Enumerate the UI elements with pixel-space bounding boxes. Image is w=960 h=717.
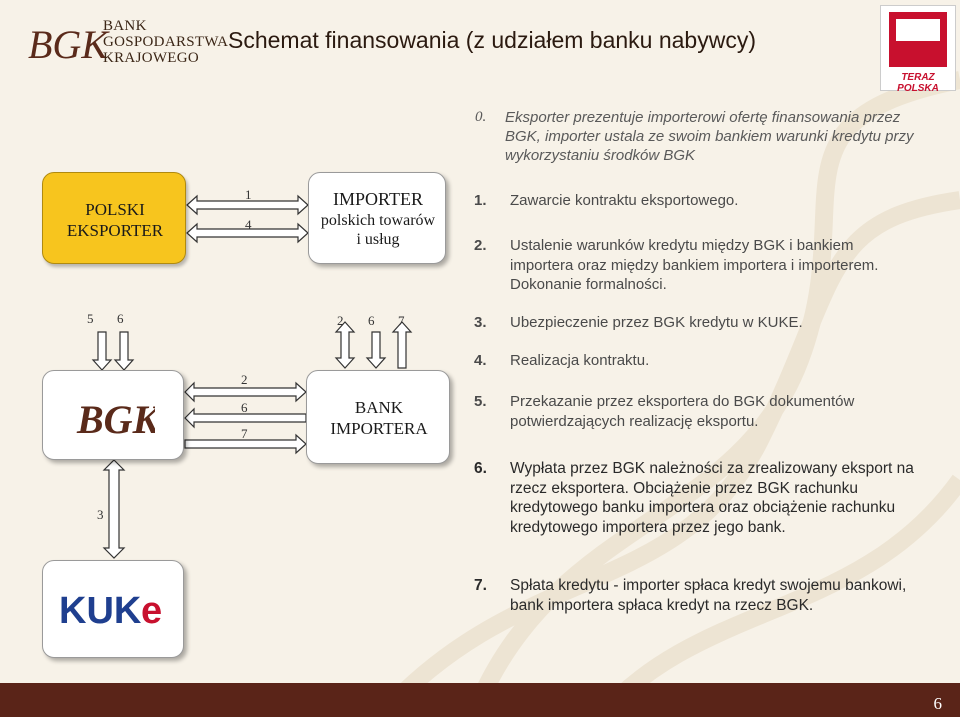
teraz-polska-label: TERAZ POLSKA	[897, 72, 939, 94]
arrow-imp-bank-6	[365, 331, 387, 369]
label-exp-imp-bottom: 4	[245, 217, 252, 232]
arrow-bgk-kuke-3	[102, 459, 126, 559]
importer-node: IMPORTER polskich towarów i usług	[308, 172, 446, 264]
step-text: Zawarcie kontraktu eksportowego.	[510, 192, 739, 209]
exporter-label: POLSKI EKSPORTER	[66, 200, 164, 240]
svg-text:e: e	[141, 590, 162, 632]
step-number: 4.	[474, 352, 487, 369]
label-exp-down-left: 5	[87, 311, 94, 326]
step-number: 1.	[474, 192, 487, 209]
bgk-name-line2: GOSPODARSTWA	[103, 34, 229, 50]
step-text: Realizacja kontraktu.	[510, 352, 650, 369]
bgk-name-line1: BANK	[103, 18, 147, 34]
intro-text: Eksporter prezentuje importerowi ofertę …	[505, 109, 914, 164]
step-2: 2. Ustalenie warunków kredytu między BGK…	[474, 236, 914, 295]
step-number: 7.	[474, 577, 487, 594]
arrow-exp-down-5	[91, 331, 113, 371]
label-bgk-bank-c: 7	[241, 426, 248, 441]
teraz-polska-logo: TERAZ POLSKA	[880, 5, 956, 94]
step-number: 5.	[474, 393, 487, 410]
step-number: 2.	[474, 237, 487, 254]
label-imp-bank-b: 6	[368, 313, 375, 328]
label-imp-bank-c: 7	[398, 313, 405, 328]
step-7: 7. Spłata kredytu - importer spłaca kred…	[474, 576, 914, 615]
bgk-logo-icon: BGK	[76, 397, 155, 442]
bgk-logo-icon: BGK	[28, 22, 110, 67]
page-title: Schemat finansowania (z udziałem banku n…	[228, 27, 756, 53]
kuke-label: KUKE	[43, 561, 44, 562]
step-5: 5. Przekazanie przez eksportera do BGK d…	[474, 392, 914, 431]
step-6: 6. Wypłata przez BGK należności za zreal…	[474, 459, 914, 537]
svg-text:BGK: BGK	[76, 397, 155, 442]
step-text: Ustalenie warunków kredytu między BGK i …	[510, 237, 879, 293]
label-bgk-bank-b: 6	[241, 400, 248, 415]
arrow-imp-bank-7	[391, 321, 413, 369]
label-bgk-bank-a: 2	[241, 372, 248, 387]
svg-text:KUK: KUK	[59, 590, 142, 632]
footer-bar: 6	[0, 683, 960, 717]
bank-importer-node: BANK IMPORTERA	[306, 370, 450, 464]
label-exp-imp-top: 1	[245, 187, 252, 202]
label-exp-down-right: 6	[117, 311, 124, 326]
svg-text:BGK: BGK	[28, 22, 110, 67]
intro-number: 0.	[475, 109, 487, 125]
label-imp-bank-a: 2	[337, 313, 344, 328]
polish-flag-icon	[889, 12, 947, 67]
step-text: Ubezpieczenie przez BGK kredytu w KUKE.	[510, 314, 803, 331]
step-4: 4. Realizacja kontraktu.	[474, 351, 914, 371]
intro-note: 0. Eksporter prezentuje importerowi ofer…	[475, 108, 935, 165]
arrow-exp-down-6	[113, 331, 135, 371]
arrow-imp-bank-2	[334, 321, 356, 369]
importer-subtitle: polskich towarów i usług	[320, 212, 436, 248]
page-number: 6	[933, 694, 943, 713]
bgk-name-line3: KRAJOWEGO	[103, 50, 200, 66]
step-1: 1. Zawarcie kontraktu eksportowego.	[474, 191, 914, 211]
kuke-logo-icon: KUK e	[59, 590, 162, 632]
step-text: Wypłata przez BGK należności za zrealizo…	[510, 460, 914, 536]
bgk-name: BANK GOSPODARSTWA KRAJOWEGO	[103, 18, 228, 66]
kuke-node: KUK e KUKE	[42, 560, 184, 658]
step-text: Przekazanie przez eksportera do BGK doku…	[510, 393, 855, 430]
bgk-node: BGK	[42, 370, 184, 460]
step-number: 3.	[474, 314, 487, 331]
arrow-bgk-bank-7	[184, 433, 307, 455]
step-3: 3. Ubezpieczenie przez BGK kredytu w KUK…	[474, 313, 914, 333]
exporter-node: POLSKI EKSPORTER	[42, 172, 186, 264]
step-text: Spłata kredytu - importer spłaca kredyt …	[510, 577, 907, 614]
label-bgk-kuke: 3	[97, 507, 104, 522]
importer-title: IMPORTER	[333, 189, 423, 209]
bank-importer-label: BANK IMPORTERA	[330, 398, 428, 438]
step-number: 6.	[474, 460, 487, 477]
